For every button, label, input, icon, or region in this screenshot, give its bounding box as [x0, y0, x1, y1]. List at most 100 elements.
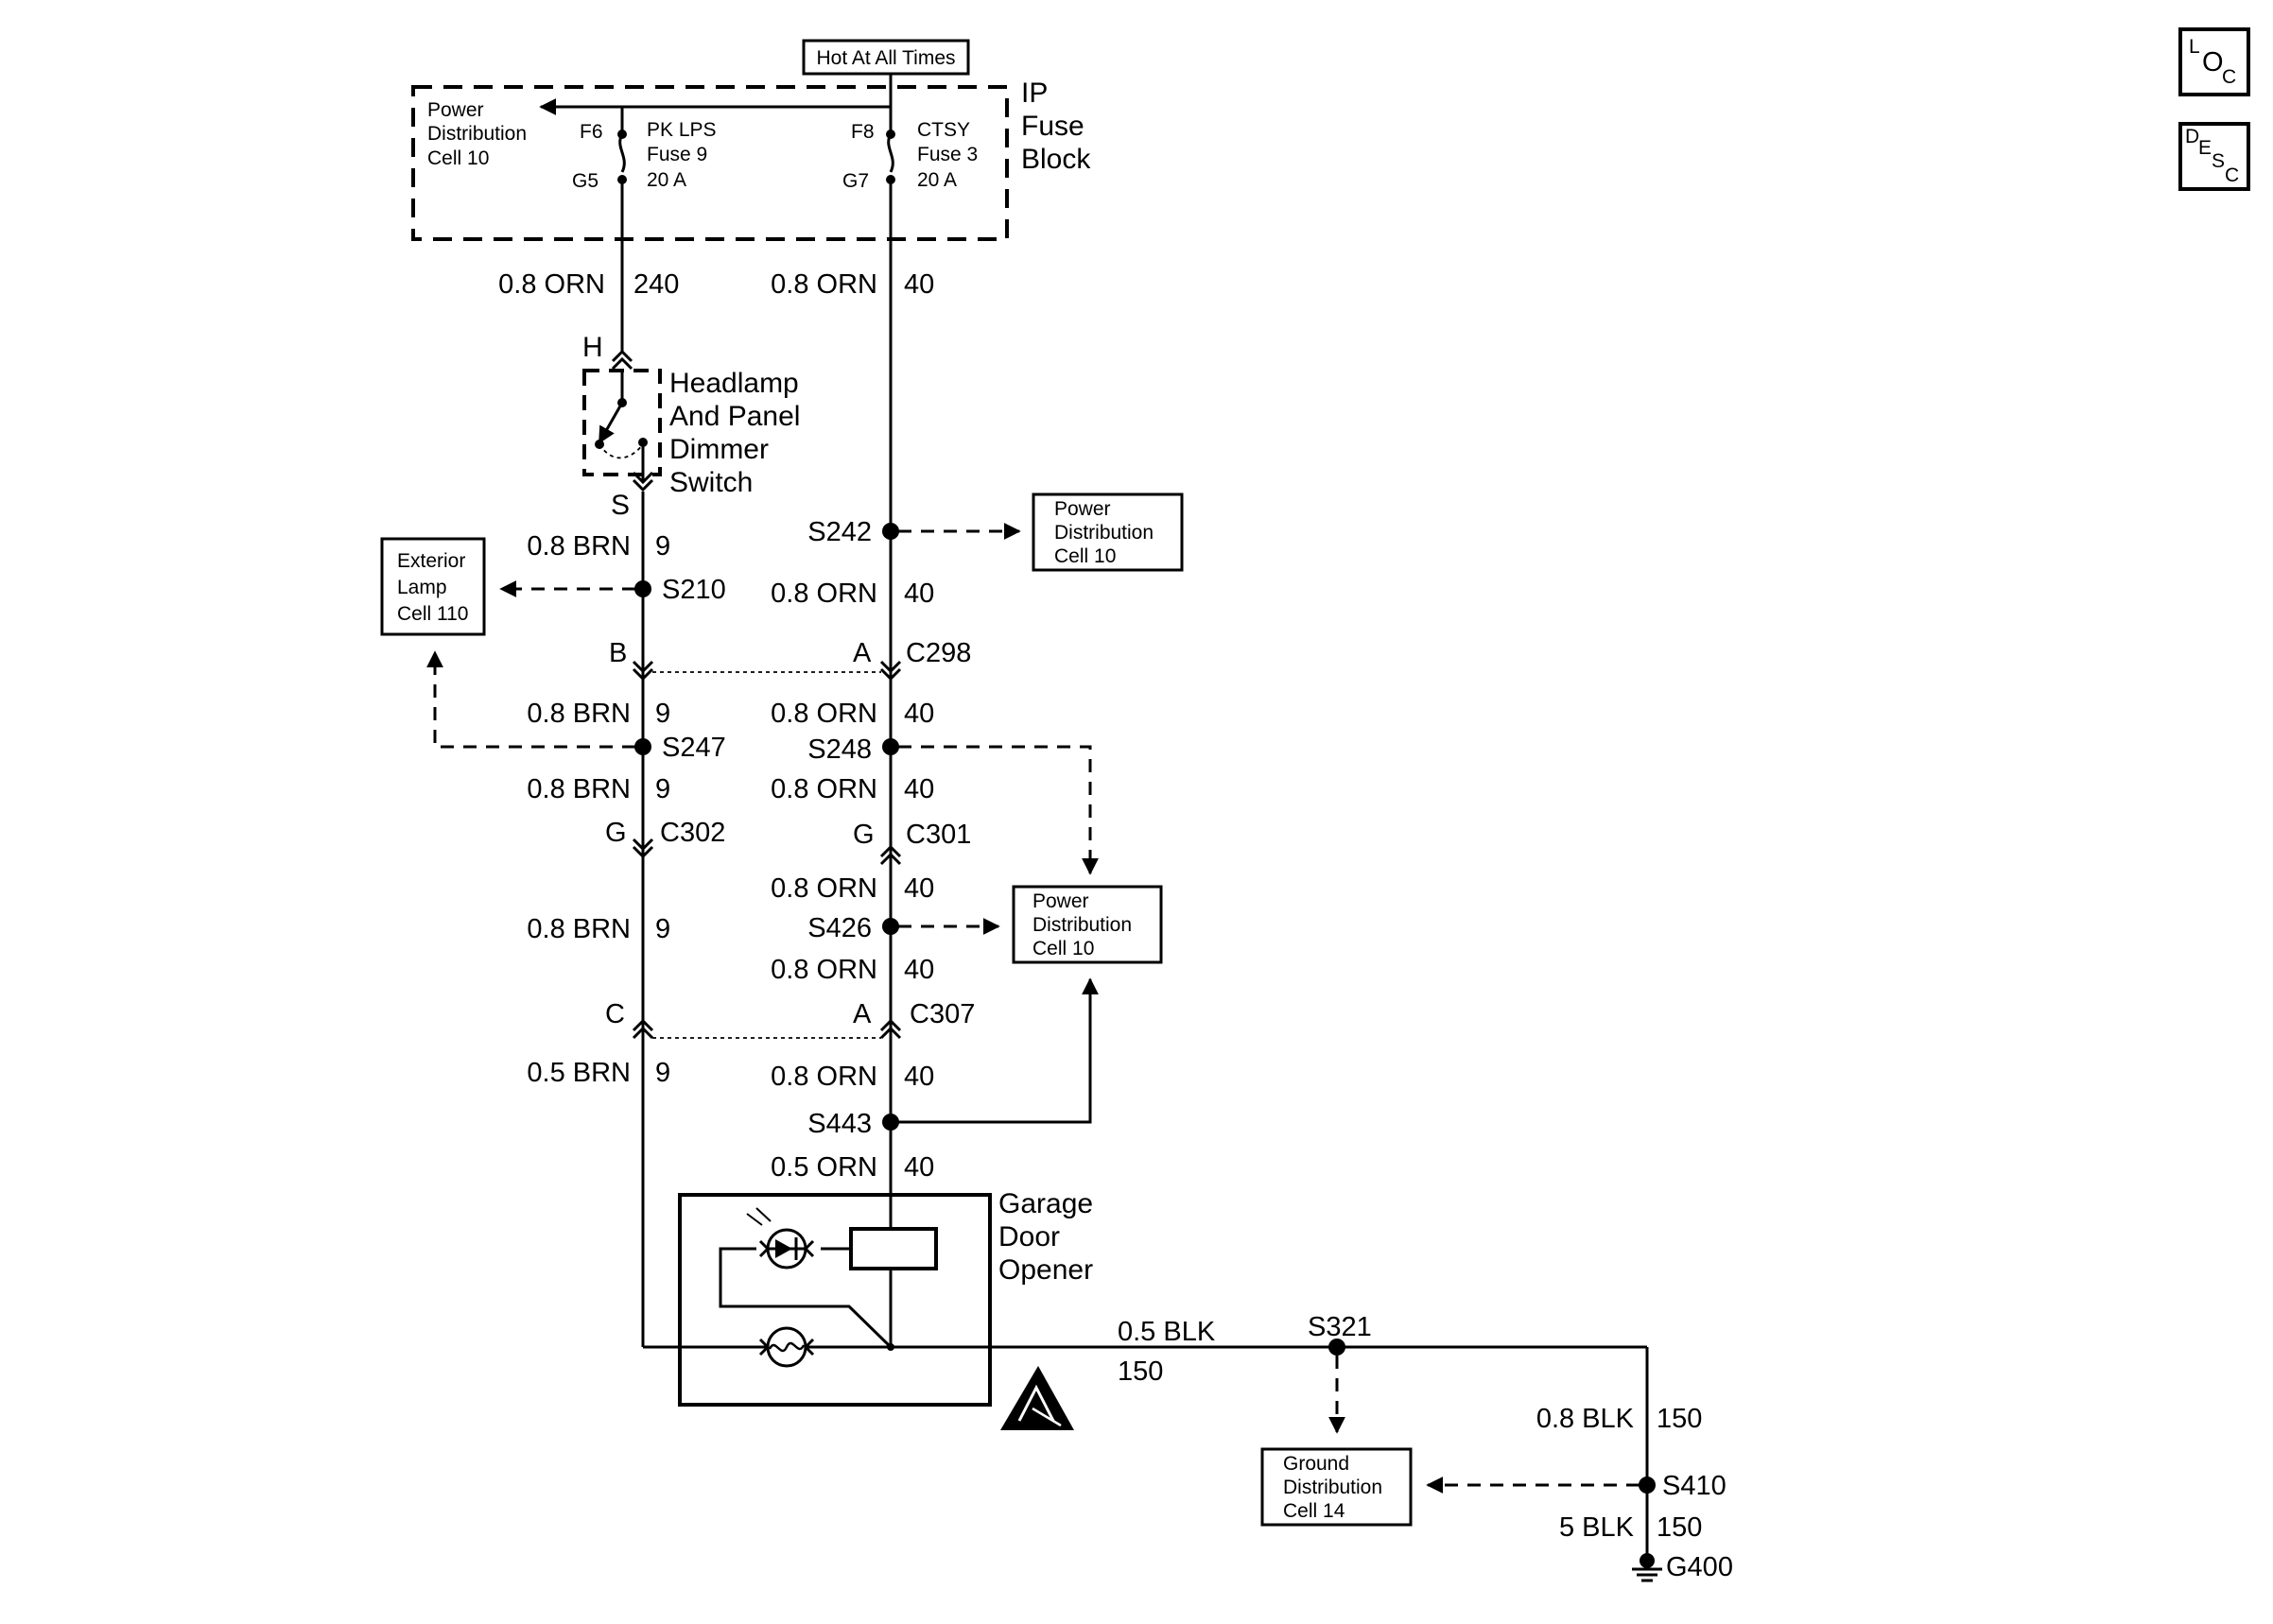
wire-40-top-circuit: 40	[904, 269, 934, 300]
fuse-left-line1: PK LPS	[647, 119, 717, 141]
wire-40-f-circuit: 40	[904, 1062, 934, 1092]
c307-pin-a: A	[853, 999, 872, 1029]
c298-label: C298	[906, 638, 971, 668]
dimmer-label-1: Headlamp	[669, 368, 799, 399]
c301-pin: G	[853, 820, 875, 850]
esd-warning-icon	[1000, 1366, 1074, 1430]
ground-dist-line1: Ground	[1283, 1453, 1349, 1475]
splice-s242: S242 Power Distribution Cell 10	[807, 492, 1184, 572]
fuse-ctsy: F8 G7 CTSY Fuse 3 20 A	[842, 107, 978, 192]
wire-40-g-circuit: 40	[904, 1152, 934, 1183]
pdc-s426-line2: Distribution	[1032, 914, 1132, 936]
dimmer-label-4: Switch	[669, 467, 753, 498]
fuse-right-line2: Fuse 3	[917, 144, 978, 165]
hot-at-all-times-box	[802, 39, 970, 76]
ground-dist-line2: Distribution	[1283, 1477, 1382, 1498]
wire-9-e-gauge: 0.5 BRN	[527, 1058, 631, 1088]
garage-label-2: Door	[998, 1221, 1060, 1253]
ip-fuse-block-label-2: Fuse	[1021, 111, 1084, 142]
fuse-left-line3: 20 A	[647, 169, 686, 191]
wire-9-c-gauge: 0.8 BRN	[527, 774, 631, 804]
splice-s410: S410	[1426, 1471, 1726, 1501]
wire-labels: 0.8 ORN 240 0.8 ORN 40 0.8 BRN 9 0.8 ORN…	[498, 269, 1702, 1543]
pdc-s242-line2: Distribution	[1054, 522, 1154, 544]
splice-s426-label: S426	[807, 913, 872, 943]
fuse-left-bottom-pin: G5	[572, 170, 599, 192]
splice-s242-label: S242	[807, 517, 872, 547]
wire-40-c-circuit: 40	[904, 774, 934, 804]
splice-s210-label: S210	[662, 575, 726, 605]
wire-9-a-circuit: 9	[655, 531, 670, 561]
fuse-right-bottom-pin: G7	[842, 170, 869, 192]
connector-c298: B A C298	[609, 638, 971, 682]
wire-40-top-gauge: 0.8 ORN	[771, 269, 877, 300]
loc-letter-l: L	[2189, 36, 2200, 58]
exterior-lamp-line1: Exterior	[397, 550, 465, 572]
pdc-left-line1: Power	[427, 99, 484, 121]
pdc-s242-line1: Power	[1054, 498, 1111, 520]
wire-40-b-circuit: 40	[904, 699, 934, 729]
wire-150-a-gauge: 0.5 BLK	[1118, 1317, 1216, 1347]
ground-g400-label: G400	[1666, 1552, 1733, 1582]
fuse-pk-lps: F6 G5 PK LPS Fuse 9 20 A	[572, 107, 717, 192]
connector-c307: C A C307	[605, 999, 975, 1040]
splice-s426: S426 Power Distribution Cell 10	[807, 885, 1163, 964]
connector-h-label: H	[582, 332, 603, 363]
wire-150-c-gauge: 5 BLK	[1559, 1512, 1635, 1543]
splice-s443-label: S443	[807, 1109, 872, 1139]
c302-label: C302	[660, 818, 725, 848]
splice-s247: S247	[426, 650, 726, 763]
ip-fuse-block-label-1: IP	[1021, 78, 1048, 109]
desc-button[interactable]: D E S C	[2178, 122, 2250, 191]
wire-9-c-circuit: 9	[655, 774, 670, 804]
transmitter-icon	[758, 1326, 815, 1368]
fuse-left-line2: Fuse 9	[647, 144, 707, 165]
loc-button[interactable]: L O C	[2178, 27, 2250, 96]
wire-150-c-circuit: 150	[1657, 1512, 1702, 1543]
wire-40-a-circuit: 40	[904, 579, 934, 609]
c298-pin-a: A	[853, 638, 872, 668]
headlamp-panel-dimmer-switch: H S Headlamp And Panel Dimmer Switch	[582, 332, 800, 521]
desc-letter-s: S	[2212, 150, 2225, 172]
wire-150-a-circuit: 150	[1118, 1356, 1163, 1387]
splice-s321-label: S321	[1308, 1312, 1372, 1342]
connector-s-label: S	[611, 490, 630, 521]
c307-pin-c: C	[605, 999, 625, 1029]
wire-240-gauge: 0.8 ORN	[498, 269, 605, 300]
garage-label-1: Garage	[998, 1188, 1093, 1219]
splice-s443: S443	[807, 977, 1099, 1139]
garage-door-opener: Garage Door Opener	[678, 1188, 1093, 1407]
loc-letter-c: C	[2222, 66, 2236, 88]
wire-40-e-gauge: 0.8 ORN	[771, 955, 877, 985]
splice-s210: S210 Exterior Lamp Cell 110	[380, 537, 726, 636]
fuse-left-top-pin: F6	[580, 121, 603, 143]
pdc-s242-line3: Cell 10	[1054, 545, 1116, 567]
wire-runs	[620, 180, 1649, 1555]
desc-letter-d: D	[2185, 126, 2199, 147]
ground-g400: G400	[1632, 1552, 1733, 1582]
ground-dist-line3: Cell 14	[1283, 1500, 1345, 1522]
wire-40-b-gauge: 0.8 ORN	[771, 699, 877, 729]
splice-s248-label: S248	[807, 734, 872, 765]
connector-c301: G C301	[853, 820, 971, 866]
c302-pin: G	[605, 818, 627, 848]
wire-150-b-gauge: 0.8 BLK	[1536, 1404, 1635, 1434]
led-icon	[746, 1207, 815, 1270]
wire-9-b-circuit: 9	[655, 699, 670, 729]
pdc-s426-line1: Power	[1032, 890, 1089, 912]
relay-coil	[849, 1227, 938, 1270]
wire-40-c-gauge: 0.8 ORN	[771, 774, 877, 804]
loc-letter-o: O	[2202, 47, 2224, 78]
dimmer-label-2: And Panel	[669, 401, 800, 432]
desc-letter-c: C	[2225, 164, 2239, 186]
c307-label: C307	[910, 999, 975, 1029]
fuse-right-top-pin: F8	[851, 121, 875, 143]
connector-c302: G C302	[605, 818, 725, 859]
wire-9-d-circuit: 9	[655, 914, 670, 944]
hot-at-all-times-label: Hot At All Times	[816, 47, 955, 69]
wire-9-d-gauge: 0.8 BRN	[527, 914, 631, 944]
exterior-lamp-line2: Lamp	[397, 577, 447, 598]
garage-label-3: Opener	[998, 1254, 1093, 1286]
wire-9-b-gauge: 0.8 BRN	[527, 699, 631, 729]
